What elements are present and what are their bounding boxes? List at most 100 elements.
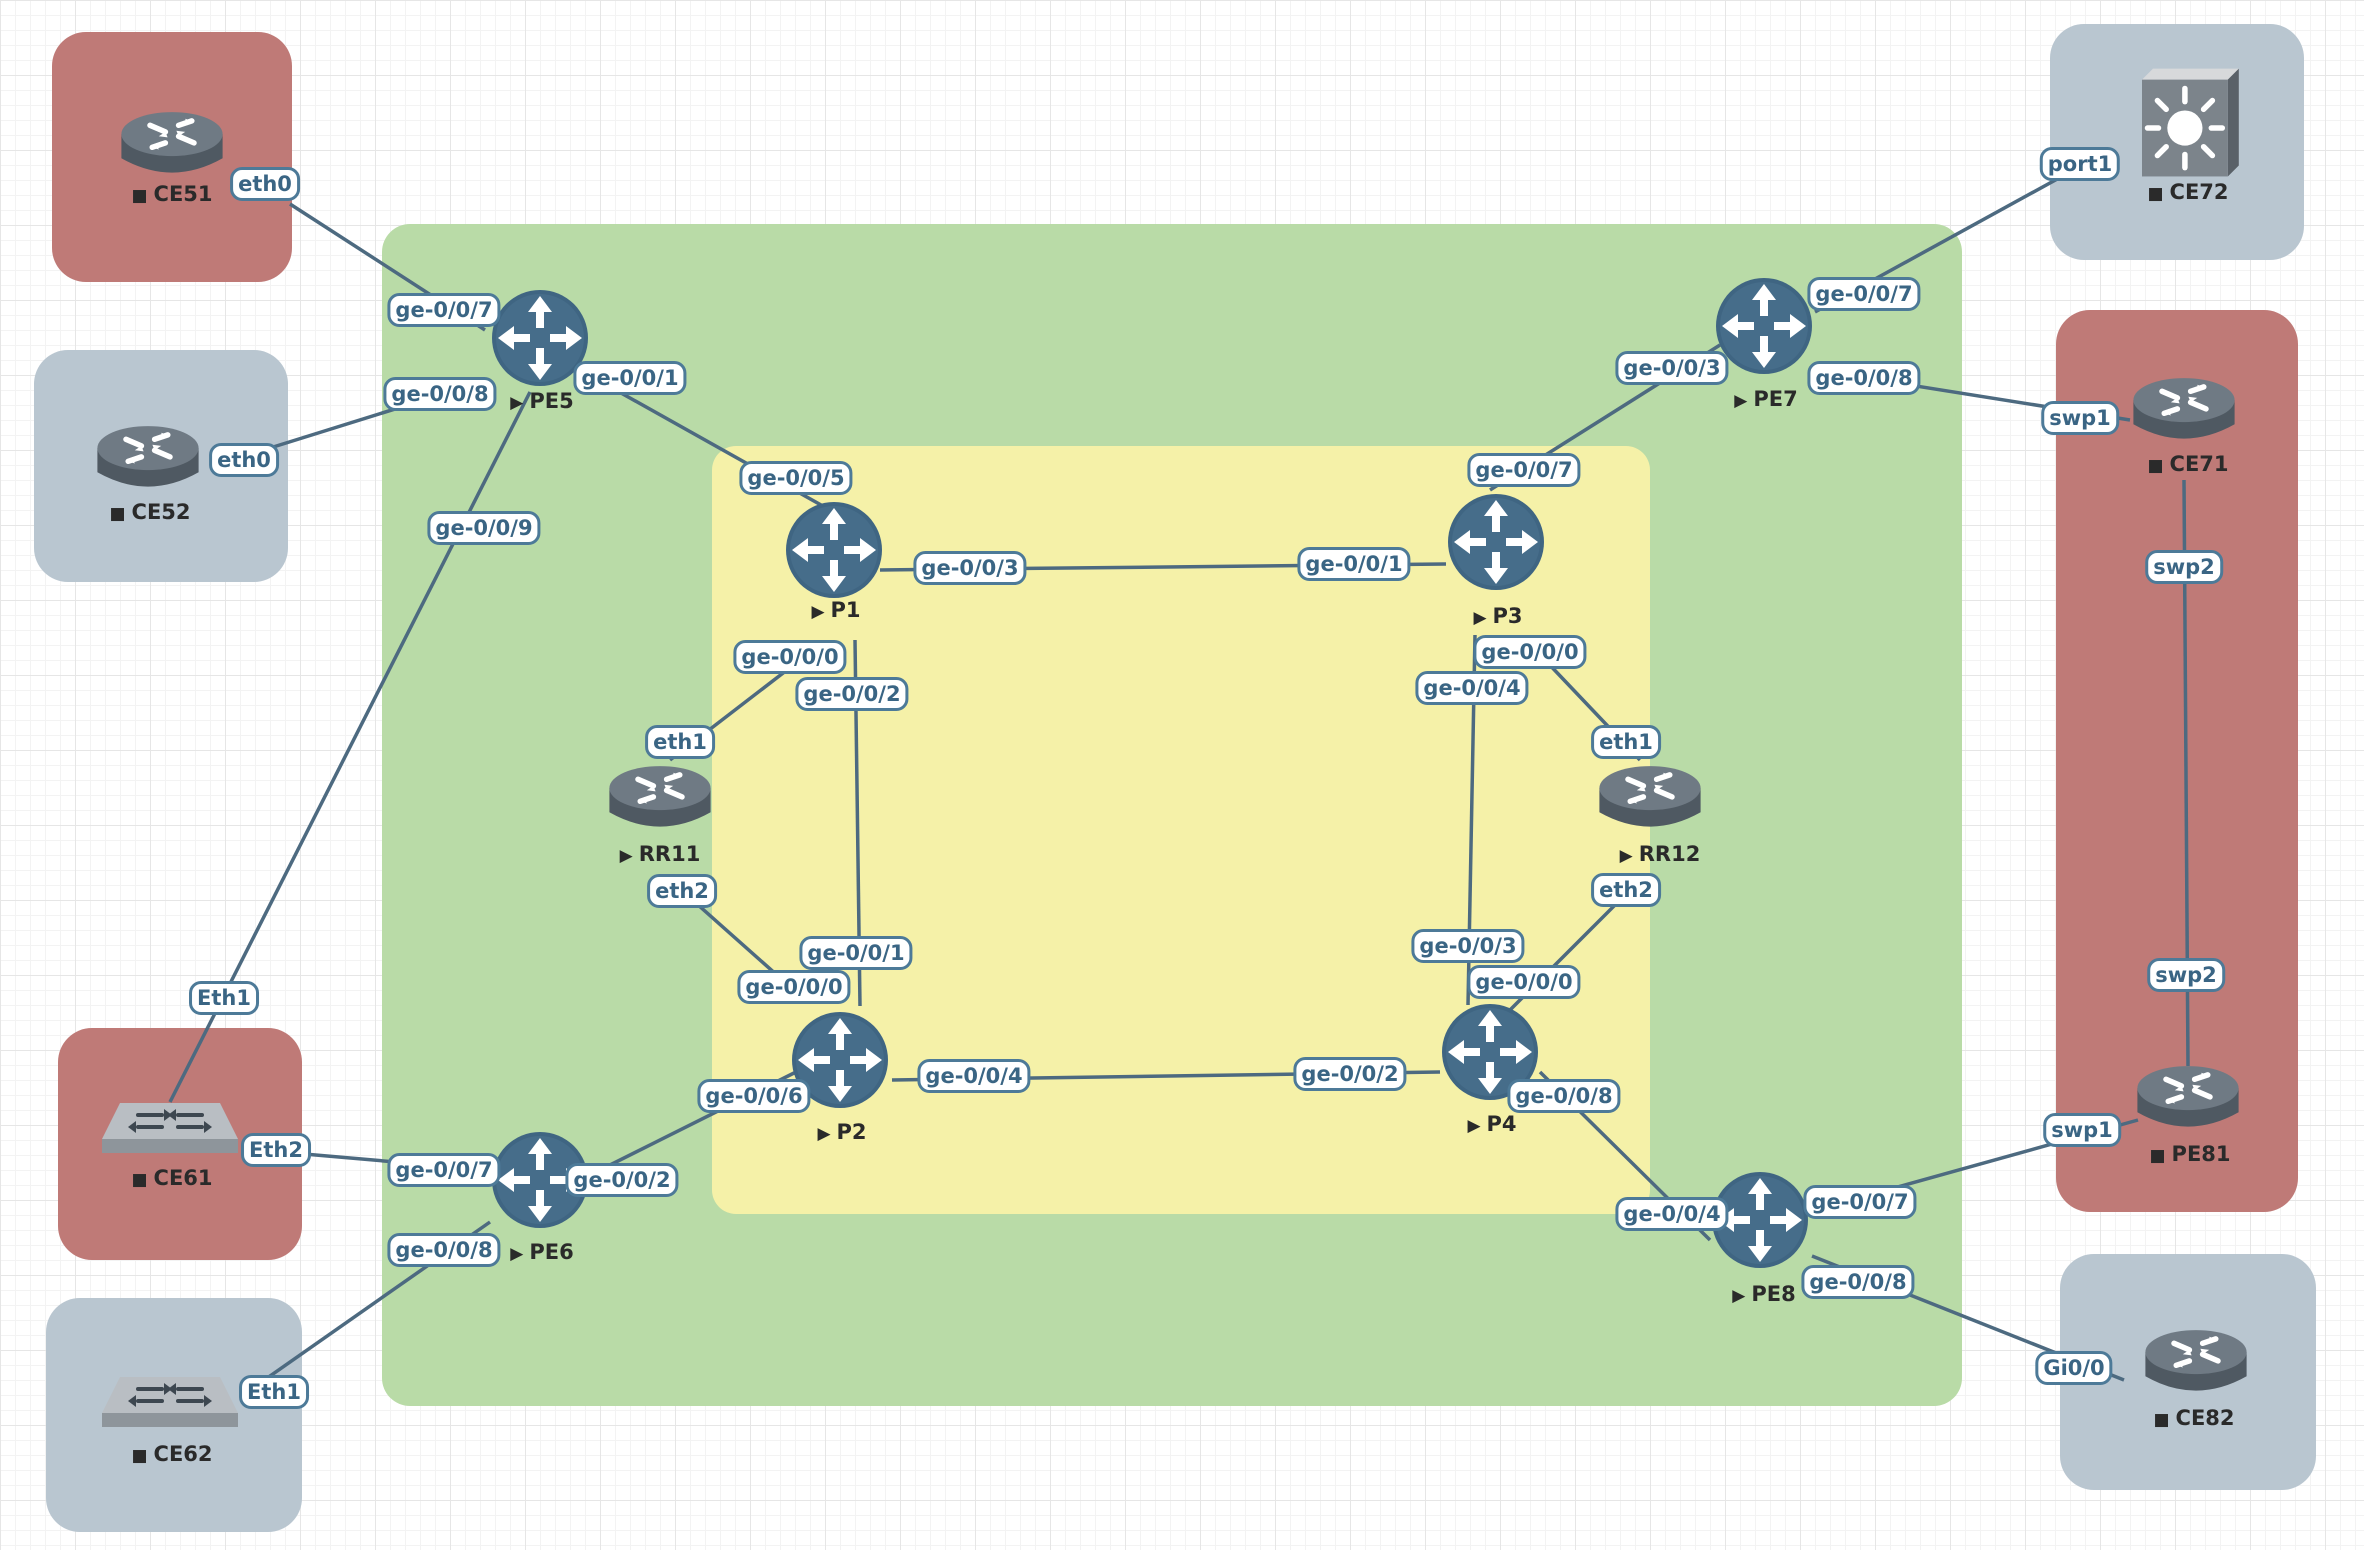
port-label-p1[interactable]: ge-0/0/2 (795, 677, 909, 711)
node-pe81[interactable] (2133, 1055, 2243, 1145)
node-name: CE71 (2169, 452, 2229, 476)
node-pe5[interactable] (490, 288, 590, 392)
node-marker: ▶ (1467, 1116, 1481, 1136)
port-label-pe5[interactable]: ge-0/0/1 (573, 361, 687, 395)
port-label-p2[interactable]: ge-0/0/0 (737, 970, 851, 1004)
port-label-pe5[interactable]: ge-0/0/7 (387, 293, 501, 327)
port-label-ce61[interactable]: Eth2 (241, 1133, 311, 1167)
node-pe8[interactable] (1710, 1170, 1810, 1274)
node-name: PE81 (2171, 1142, 2231, 1166)
node-label-ce72: ■CE72 (2147, 180, 2228, 204)
node-p1[interactable] (784, 500, 884, 604)
node-marker: ▶ (1732, 1286, 1746, 1306)
node-marker: ■ (131, 186, 148, 206)
port-label-pe6[interactable]: ge-0/0/2 (565, 1163, 679, 1197)
node-marker: ■ (131, 1170, 148, 1190)
node-ce61[interactable] (100, 1099, 240, 1162)
juniper-router-icon (1440, 1002, 1540, 1106)
port-label-pe6[interactable]: ge-0/0/7 (387, 1153, 501, 1187)
port-label-p1[interactable]: ge-0/0/5 (739, 461, 853, 495)
port-label-pe8[interactable]: ge-0/0/7 (1803, 1185, 1917, 1219)
port-label-p1[interactable]: ge-0/0/3 (913, 551, 1027, 585)
node-ce82[interactable] (2141, 1319, 2251, 1409)
port-label-pe5[interactable]: ge-0/0/8 (383, 377, 497, 411)
port-label-ce72[interactable]: port1 (2039, 147, 2121, 181)
port-label-p2[interactable]: ge-0/0/4 (917, 1059, 1031, 1093)
port-label-pe5[interactable]: ge-0/0/9 (427, 511, 541, 545)
port-label-pe8[interactable]: ge-0/0/8 (1801, 1265, 1915, 1299)
node-label-pe8: ▶PE8 (1732, 1282, 1795, 1306)
node-pe7[interactable] (1714, 276, 1814, 380)
port-label-pe81[interactable]: swp2 (2147, 958, 2225, 992)
port-label-ce61[interactable]: Eth1 (189, 981, 259, 1015)
node-name: PE5 (529, 389, 574, 413)
node-rr12[interactable] (1595, 755, 1705, 845)
port-label-ce82[interactable]: Gi0/0 (2035, 1351, 2113, 1385)
node-label-p4: ▶P4 (1467, 1112, 1516, 1136)
port-label-ce51[interactable]: eth0 (230, 167, 300, 201)
node-marker: ▶ (510, 393, 524, 413)
node-label-p1: ▶P1 (811, 598, 860, 622)
node-p2[interactable] (790, 1010, 890, 1114)
l3-switch-icon (2131, 64, 2241, 184)
port-label-rr12[interactable]: eth2 (1591, 873, 1661, 907)
node-label-ce61: ■CE61 (131, 1166, 212, 1190)
port-label-rr11[interactable]: eth1 (645, 725, 715, 759)
router-icon (93, 415, 203, 505)
node-p3[interactable] (1446, 492, 1546, 596)
node-name: P1 (830, 598, 861, 622)
node-label-p2: ▶P2 (817, 1120, 866, 1144)
port-label-rr12[interactable]: eth1 (1591, 725, 1661, 759)
node-name: P2 (836, 1120, 867, 1144)
port-label-p3[interactable]: ge-0/0/7 (1467, 453, 1581, 487)
node-label-ce51: ■CE51 (131, 182, 212, 206)
port-label-p4[interactable]: ge-0/0/8 (1507, 1079, 1621, 1113)
port-label-p4[interactable]: ge-0/0/3 (1411, 929, 1525, 963)
port-label-pe7[interactable]: ge-0/0/8 (1807, 361, 1921, 395)
port-label-p4[interactable]: ge-0/0/2 (1293, 1057, 1407, 1091)
port-label-rr11[interactable]: eth2 (647, 874, 717, 908)
port-label-pe7[interactable]: ge-0/0/3 (1615, 351, 1729, 385)
node-name: CE82 (2175, 1406, 2235, 1430)
node-p4[interactable] (1440, 1002, 1540, 1106)
node-ce71[interactable] (2129, 367, 2239, 457)
port-label-ce62[interactable]: Eth1 (239, 1375, 309, 1409)
node-label-rr12: ▶RR12 (1620, 842, 1701, 866)
port-label-p4[interactable]: ge-0/0/0 (1467, 965, 1581, 999)
port-label-p2[interactable]: ge-0/0/6 (697, 1079, 811, 1113)
switch-icon (100, 1099, 240, 1162)
port-label-pe7[interactable]: ge-0/0/7 (1807, 277, 1921, 311)
node-ce51[interactable] (117, 101, 227, 191)
node-name: CE72 (2169, 180, 2229, 204)
ce71-zone[interactable] (2056, 310, 2298, 1212)
node-marker: ▶ (1734, 391, 1748, 411)
node-ce72[interactable] (2131, 64, 2241, 184)
port-label-p3[interactable]: ge-0/0/1 (1297, 547, 1411, 581)
node-name: PE7 (1753, 387, 1798, 411)
node-label-pe6: ▶PE6 (510, 1240, 573, 1264)
node-ce62[interactable] (100, 1373, 240, 1436)
node-label-ce71: ■CE71 (2147, 452, 2228, 476)
juniper-router-icon (1714, 276, 1814, 380)
node-label-pe5: ▶PE5 (510, 389, 573, 413)
port-label-pe81[interactable]: swp1 (2043, 1113, 2121, 1147)
node-name: P4 (1486, 1112, 1517, 1136)
port-label-p2[interactable]: ge-0/0/1 (799, 936, 913, 970)
node-ce52[interactable] (93, 415, 203, 505)
port-label-ce52[interactable]: eth0 (209, 443, 279, 477)
switch-icon (100, 1373, 240, 1436)
port-label-pe8[interactable]: ge-0/0/4 (1615, 1197, 1729, 1231)
port-label-p3[interactable]: ge-0/0/0 (1473, 635, 1587, 669)
juniper-router-icon (784, 500, 884, 604)
router-icon (2141, 1319, 2251, 1409)
port-label-ce71[interactable]: swp1 (2041, 401, 2119, 435)
port-label-p3[interactable]: ge-0/0/4 (1415, 671, 1529, 705)
node-label-pe81: ■PE81 (2149, 1142, 2230, 1166)
port-label-pe6[interactable]: ge-0/0/8 (387, 1233, 501, 1267)
port-label-p1[interactable]: ge-0/0/0 (733, 640, 847, 674)
port-label-ce71[interactable]: swp2 (2145, 550, 2223, 584)
router-icon (1595, 755, 1705, 845)
node-rr11[interactable] (605, 755, 715, 845)
